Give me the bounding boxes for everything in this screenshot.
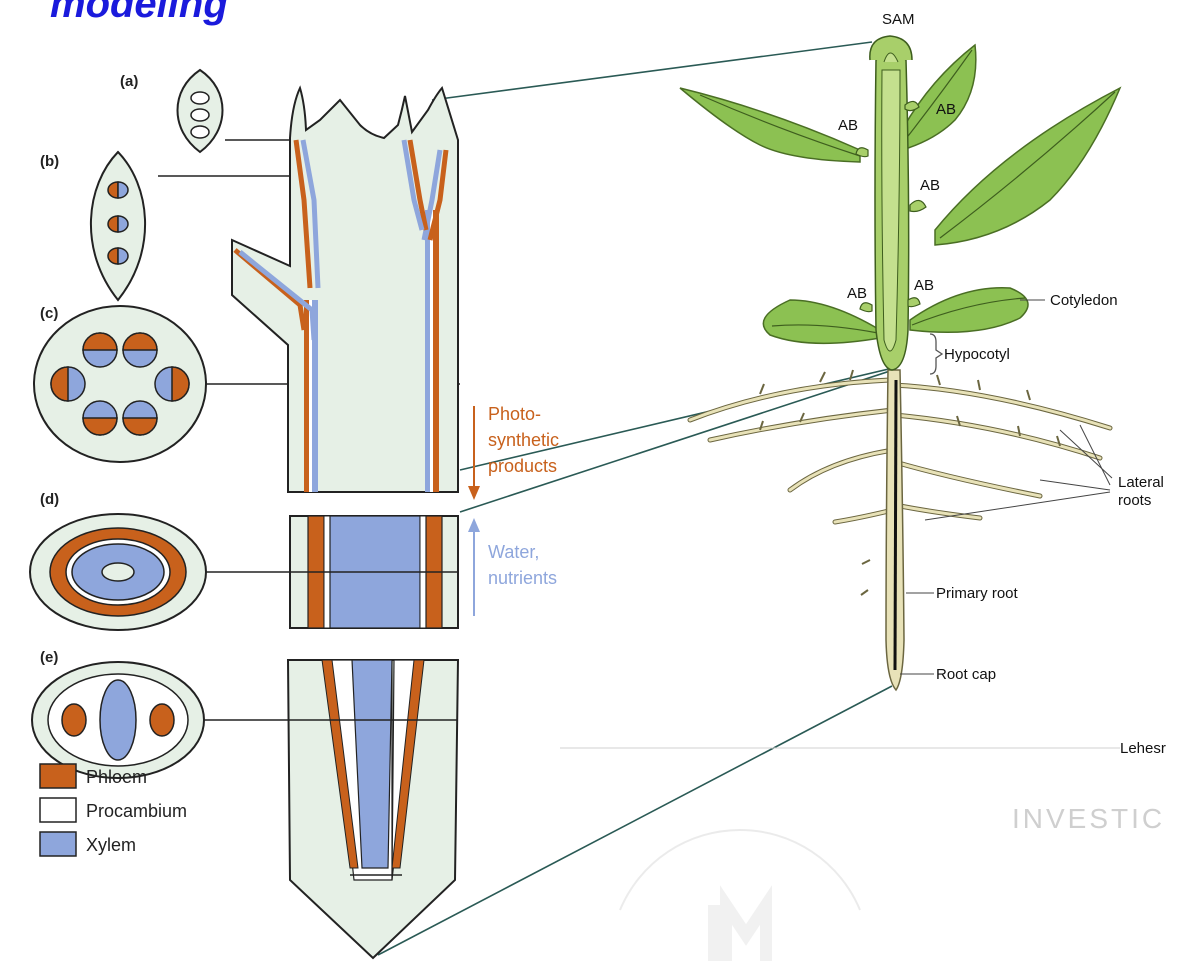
legend: Phloem Procambium Xylem xyxy=(40,764,187,856)
label-ab-1: AB xyxy=(936,101,956,118)
water-arrow: Water, nutrients xyxy=(468,518,557,616)
label-cotyledon: Cotyledon xyxy=(1050,292,1118,309)
label-ab-3: AB xyxy=(920,177,940,194)
photo-label-line-1: Photo- xyxy=(488,404,541,424)
legend-swatch-phloem xyxy=(40,764,76,788)
label-hypocotyl: Hypocotyl xyxy=(944,346,1010,363)
label-ab-4: AB xyxy=(847,285,867,302)
section-a xyxy=(178,70,296,152)
label-primary-root: Primary root xyxy=(936,585,1019,602)
water-label-line-1: Water, xyxy=(488,542,539,562)
panel-label-e: (e) xyxy=(40,649,58,666)
legend-label-xylem: Xylem xyxy=(86,835,136,855)
panel-label-a: (a) xyxy=(120,73,138,90)
legend-swatch-procambium xyxy=(40,798,76,822)
water-label-line-2: nutrients xyxy=(488,568,557,588)
label-ab-5: AB xyxy=(914,277,934,294)
hypocotyl-bracket xyxy=(930,334,942,374)
panel-label-c: (c) xyxy=(40,305,58,322)
plant-illustration xyxy=(680,36,1120,690)
legend-label-procambium: Procambium xyxy=(86,801,187,821)
footer-watermark-text: INVESTIC xyxy=(1012,803,1165,834)
photo-label-line-3: products xyxy=(488,456,557,476)
shoot-longitudinal-section xyxy=(232,88,458,492)
panel-label-d: (d) xyxy=(40,491,59,508)
photo-label-line-2: synthetic xyxy=(488,430,559,450)
label-ab-2: AB xyxy=(838,117,858,134)
section-d xyxy=(30,514,458,630)
label-sam: SAM xyxy=(882,11,915,28)
label-lateral-roots-2: roots xyxy=(1118,492,1151,509)
footer-author: Lehesr xyxy=(1120,740,1166,757)
label-root-cap: Root cap xyxy=(936,666,996,683)
panel-label-b: (b) xyxy=(40,153,59,170)
university-seal-watermark xyxy=(620,830,860,961)
legend-label-phloem: Phloem xyxy=(86,767,147,787)
legend-swatch-xylem xyxy=(40,832,76,856)
photosynthetic-arrow: Photo- synthetic products xyxy=(468,404,559,500)
label-lateral-roots-1: Lateral xyxy=(1118,474,1164,491)
